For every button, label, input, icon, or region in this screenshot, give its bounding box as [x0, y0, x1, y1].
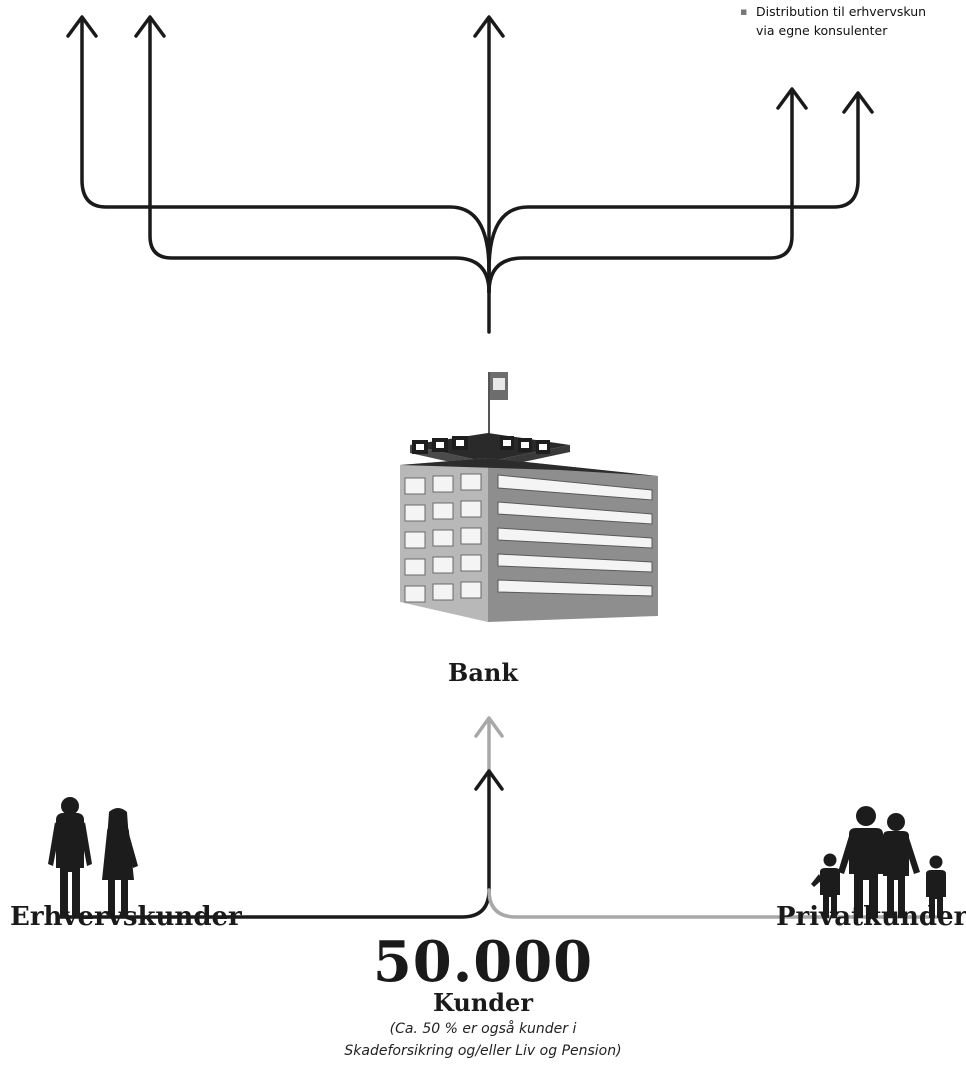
branch-outer-left	[80, 16, 491, 272]
arrow-head-4	[776, 87, 808, 110]
caption-line-2: Skadeforsikring og/eller Liv og Pension)	[344, 1043, 622, 1059]
family-icon	[811, 806, 946, 918]
note-line-1: Distribution til erhvervskun	[756, 4, 927, 19]
branch-inner-right	[487, 88, 794, 294]
caption-line-1: (Ca. 50 % er også kunder i	[389, 1021, 577, 1037]
arrow-head-5	[842, 91, 874, 114]
distribution-note: ▪ Distribution til erhvervskun via egne …	[740, 2, 926, 40]
privat-line	[487, 888, 942, 919]
arrow-head-2	[134, 15, 166, 38]
bank-building-icon	[400, 372, 658, 622]
bank-label: Bank	[448, 658, 518, 687]
arrow-head-1	[66, 15, 98, 38]
note-line-2: via egne konsulenter	[756, 23, 888, 38]
customers-label: Kunder	[433, 988, 533, 1017]
branch-inner-left	[148, 16, 491, 294]
privatkunder-label: Privatkunder	[776, 902, 966, 932]
branch-outer-right	[487, 92, 860, 272]
customers-caption: (Ca. 50 % er også kunder i Skadeforsikri…	[0, 1018, 966, 1062]
arrow-up-bank	[474, 769, 504, 791]
business-people-icon	[48, 797, 138, 918]
customer-count: 50.000	[372, 929, 594, 995]
arrow-up-faded	[474, 716, 504, 772]
arrow-head-3	[473, 15, 505, 38]
bullet-icon: ▪	[740, 5, 748, 18]
erhvervskunder-label: Erhvervskunder	[10, 902, 242, 932]
